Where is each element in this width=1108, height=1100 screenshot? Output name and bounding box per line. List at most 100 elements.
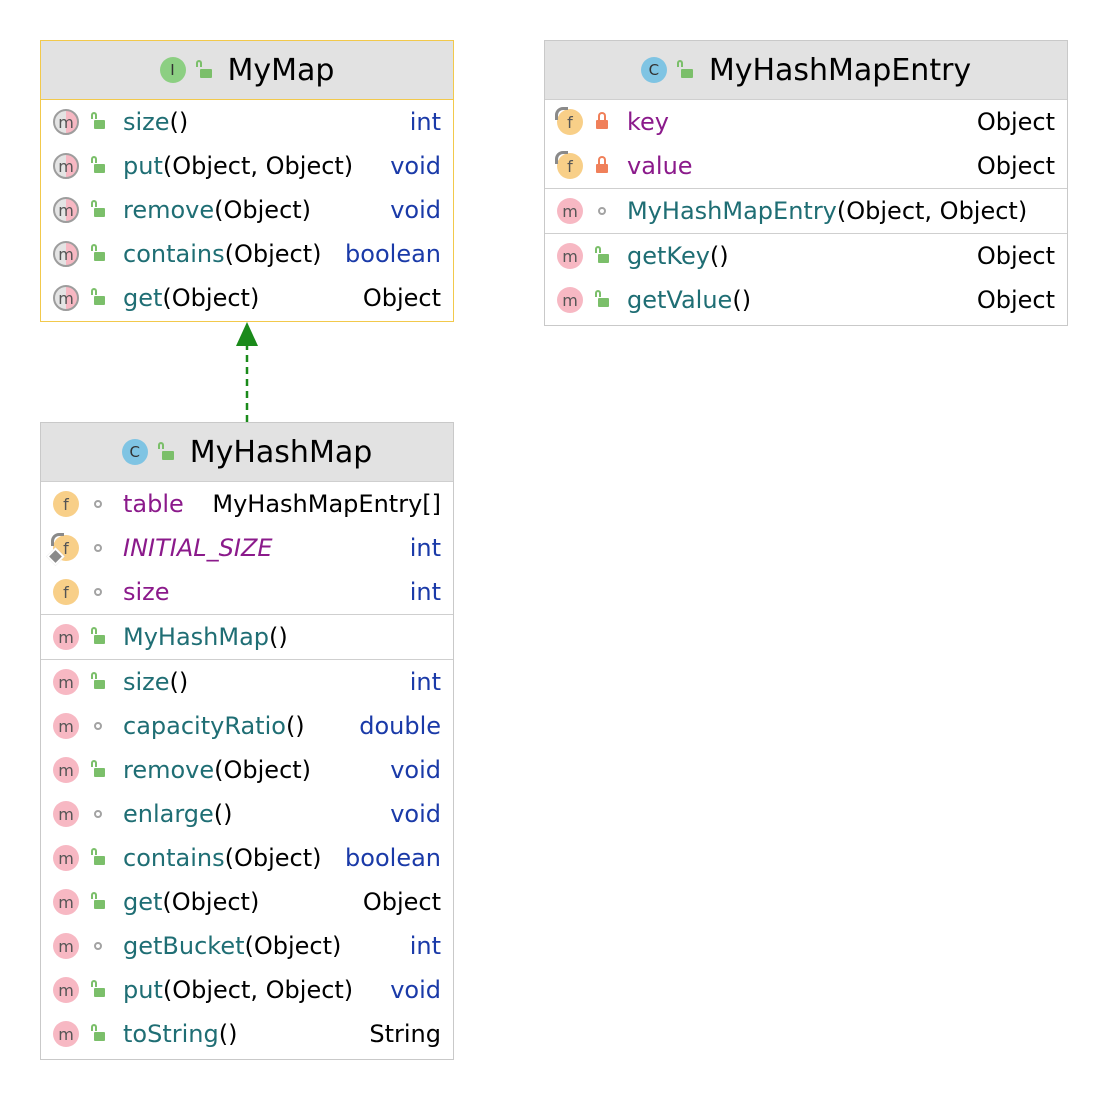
public-lock-icon [91, 156, 105, 173]
public-lock-icon [91, 980, 105, 997]
constructor-row[interactable]: m MyHashMapEntry(Object, Object) [545, 189, 1067, 233]
private-lock-icon [595, 112, 609, 129]
method-row[interactable]: m get(Object) Object [41, 880, 453, 924]
method-row[interactable]: m get(Object) Object [41, 276, 453, 320]
method-icon: m [53, 801, 79, 827]
package-private-icon [91, 497, 105, 511]
class-icon: C [640, 57, 667, 83]
field-type: Object [976, 108, 1055, 136]
method-row[interactable]: m getBucket(Object) int [41, 924, 453, 968]
method-signature: remove(Object) [123, 196, 312, 224]
field-name: table [123, 490, 184, 518]
myhashmap-constructors: m MyHashMap() [41, 614, 453, 659]
field-icon: f [53, 491, 79, 517]
method-icon: m [53, 669, 79, 695]
abstract-method-icon: m [53, 241, 79, 267]
public-lock-icon [676, 60, 693, 78]
field-row[interactable]: f size int [41, 570, 453, 614]
field-row[interactable]: f table MyHashMapEntry[] [41, 482, 453, 526]
field-row[interactable]: f key Object [545, 100, 1067, 144]
method-row[interactable]: m put(Object, Object) void [41, 144, 453, 188]
method-signature: remove(Object) [123, 756, 312, 784]
package-private-icon [91, 939, 105, 953]
method-icon: m [53, 889, 79, 915]
method-row[interactable]: m remove(Object) void [41, 188, 453, 232]
mymap-title: MyMap [227, 52, 335, 88]
method-row[interactable]: m getKey() Object [545, 234, 1067, 278]
method-signature: get(Object) [123, 888, 260, 916]
abstract-method-icon: m [53, 197, 79, 223]
method-signature: put(Object, Object) [123, 152, 354, 180]
return-type: int [409, 108, 441, 136]
field-row[interactable]: f INITIAL_SIZE int [41, 526, 453, 570]
return-type: boolean [345, 844, 441, 872]
return-type: void [390, 152, 441, 180]
mymap-interface-box[interactable]: I MyMap m size() int m put(Object, Objec… [40, 40, 454, 322]
method-row[interactable]: m put(Object, Object) void [41, 968, 453, 1012]
method-row[interactable]: m contains(Object) boolean [41, 836, 453, 880]
public-lock-icon [157, 442, 174, 460]
public-lock-icon [91, 627, 105, 644]
field-icon: f [53, 579, 79, 605]
mymap-header: I MyMap [41, 41, 453, 100]
method-signature: size() [123, 108, 189, 136]
field-name: size [123, 578, 170, 606]
method-signature: getKey() [627, 242, 729, 270]
myhashmapentry-methods: m getKey() Object m getValue() Object [545, 233, 1067, 322]
abstract-method-icon: m [53, 153, 79, 179]
method-row[interactable]: m capacityRatio() double [41, 704, 453, 748]
method-row[interactable]: m toString() String [41, 1012, 453, 1056]
public-lock-icon [195, 60, 212, 78]
method-icon: m [53, 1021, 79, 1047]
method-signature: get(Object) [123, 284, 260, 312]
return-type: Object [976, 286, 1055, 314]
method-row[interactable]: m size() int [41, 100, 453, 144]
implements-arrow-head [236, 322, 258, 346]
public-lock-icon [91, 892, 105, 909]
return-type: int [409, 668, 441, 696]
class-icon: C [121, 439, 148, 465]
field-name: key [627, 108, 670, 136]
abstract-method-icon: m [53, 285, 79, 311]
method-row[interactable]: m size() int [41, 660, 453, 704]
field-name: value [627, 152, 693, 180]
method-signature: capacityRatio() [123, 712, 305, 740]
return-type: void [390, 976, 441, 1004]
myhashmap-methods: m size() int m capacityRatio() double m … [41, 659, 453, 1056]
method-row[interactable]: m remove(Object) void [41, 748, 453, 792]
public-lock-icon [91, 672, 105, 689]
myhashmapentry-class-box[interactable]: C MyHashMapEntry f key Object f value Ob… [544, 40, 1068, 326]
method-row[interactable]: m contains(Object) boolean [41, 232, 453, 276]
method-icon: m [557, 243, 583, 269]
static-final-field-icon: f [51, 533, 79, 561]
package-private-icon [91, 585, 105, 599]
field-row[interactable]: f value Object [545, 144, 1067, 188]
method-icon: m [53, 757, 79, 783]
return-type: void [390, 756, 441, 784]
method-signature: getBucket(Object) [123, 932, 342, 960]
method-signature: size() [123, 668, 189, 696]
public-lock-icon [91, 288, 105, 305]
method-signature: contains(Object) [123, 240, 322, 268]
constructor-signature: MyHashMap() [123, 623, 288, 651]
public-lock-icon [91, 760, 105, 777]
field-type: MyHashMapEntry[] [212, 490, 441, 518]
return-type: double [359, 712, 441, 740]
final-field-icon: f [555, 151, 583, 179]
method-row[interactable]: m enlarge() void [41, 792, 453, 836]
return-type: int [409, 932, 441, 960]
package-private-icon [91, 541, 105, 555]
return-type: boolean [345, 240, 441, 268]
method-signature: enlarge() [123, 800, 233, 828]
method-signature: toString() [123, 1020, 238, 1048]
method-row[interactable]: m getValue() Object [545, 278, 1067, 322]
return-type: String [369, 1020, 441, 1048]
myhashmapentry-header: C MyHashMapEntry [545, 41, 1067, 99]
return-type: Object [362, 888, 441, 916]
public-lock-icon [595, 290, 609, 307]
constructor-row[interactable]: m MyHashMap() [41, 615, 453, 659]
method-icon: m [53, 624, 79, 650]
method-icon: m [53, 933, 79, 959]
myhashmap-class-box[interactable]: C MyHashMap f table MyHashMapEntry[] f I… [40, 422, 454, 1060]
